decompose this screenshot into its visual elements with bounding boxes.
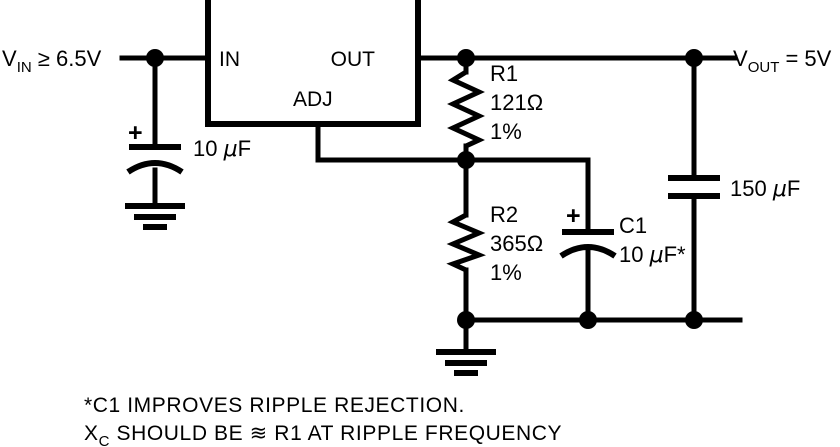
ic-pin-adj-label: ADJ [293, 88, 333, 111]
r1-tolerance-label: 1% [490, 119, 522, 144]
vout-label: VOUT = 5V [733, 46, 832, 76]
c1-ref-label: C1 [619, 213, 647, 238]
wire-adj-to-c1 [463, 157, 591, 235]
r1-ref-label: R1 [490, 61, 518, 86]
resistor-r2-symbol [446, 212, 486, 273]
junction-dot-vin [146, 49, 164, 67]
cin-bottom-plate-curved [126, 160, 184, 175]
vin-label: VIN ≥ 6.5V [2, 46, 102, 76]
r1-value-label: 121Ω [490, 90, 543, 115]
r2-ref-label: R2 [490, 202, 518, 227]
junction-dot-gnd-c1 [579, 311, 597, 329]
r2-value-label: 365Ω [490, 231, 543, 256]
cin-value-label: 10 μF [193, 136, 251, 162]
junction-dot-vout-r1 [457, 49, 475, 67]
r2-tolerance-label: 1% [490, 260, 522, 285]
c1-bottom-plate-curved [559, 244, 617, 259]
junction-dot-vout [685, 49, 703, 67]
cout-value-label: 150 μF [730, 176, 800, 202]
c1-polarity-plus: + [566, 202, 581, 230]
junction-dot-gnd-r2 [457, 311, 475, 329]
wire-adj-to-divider [315, 121, 469, 163]
footnote-line-2: XC SHOULD BE ≋ R1 AT RIPPLE FREQUENCY [84, 422, 562, 447]
ic-pin-out-label: OUT [331, 48, 376, 71]
ic-pin-in-label: IN [219, 48, 240, 71]
c1-value-label: 10 μF* [619, 242, 686, 268]
resistor-r1-symbol [447, 69, 485, 149]
junction-dot-adj [457, 151, 475, 169]
cin-polarity-plus: + [128, 119, 143, 147]
junction-dot-gnd-cout [685, 311, 703, 329]
regulator-ic-body [205, 0, 421, 127]
footnote-line-1: *C1 IMPROVES RIPPLE REJECTION. [84, 394, 465, 417]
